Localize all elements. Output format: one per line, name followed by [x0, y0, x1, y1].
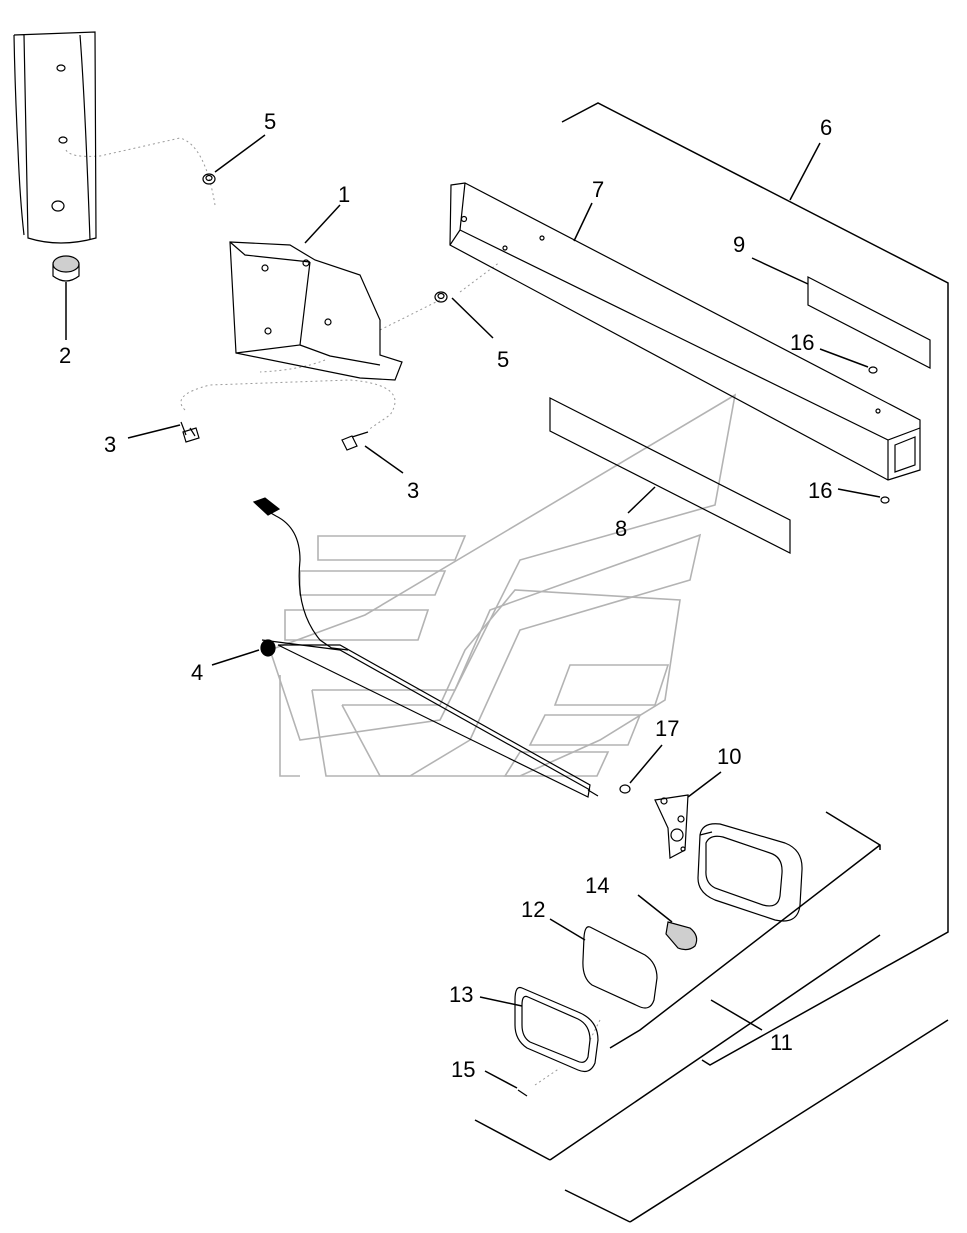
- callout-13: 13: [449, 982, 473, 1007]
- harness-and-tube: [252, 497, 599, 798]
- callout-11: 11: [770, 1030, 793, 1055]
- callout-4: 4: [191, 660, 203, 685]
- callout-14: 14: [585, 873, 609, 898]
- bolt-5-lower: [434, 291, 448, 303]
- callout-15: 15: [451, 1057, 475, 1082]
- rear-tube: [449, 182, 921, 481]
- callout-16-lower: 16: [808, 478, 832, 503]
- bolt-3-right: [341, 431, 369, 451]
- screw-16-upper: [868, 366, 878, 374]
- callout-3-left: 3: [104, 432, 116, 457]
- decal-strip-8: [549, 397, 791, 554]
- callout-5-upper: 5: [264, 109, 276, 134]
- callout-9: 9: [733, 232, 745, 257]
- light-housing: [697, 823, 803, 922]
- bolt-5-upper: [202, 173, 216, 185]
- callout-17: 17: [655, 716, 679, 741]
- callout-5-lower: 5: [497, 347, 509, 372]
- callout-7: 7: [592, 177, 604, 202]
- nut-17: [619, 784, 631, 794]
- light-mount-plate: [654, 794, 689, 859]
- decal-strip-9: [807, 276, 931, 369]
- kit-frame-lines: [474, 102, 949, 1223]
- screw-15: [517, 1089, 528, 1097]
- watermark-logo: [268, 393, 737, 777]
- mount-post: [13, 31, 97, 282]
- callout-2: 2: [59, 343, 71, 368]
- bulb: [665, 921, 698, 951]
- callout-10: 10: [717, 744, 741, 769]
- gasket: [514, 986, 599, 1073]
- screw-16-lower: [880, 496, 890, 504]
- callout-3-right: 3: [407, 478, 419, 503]
- callout-labels: 1 2 3 3 4 5 5 6 7 8 9 10 11 12 13 14 15 …: [59, 109, 832, 1082]
- callout-16-upper: 16: [790, 330, 814, 355]
- callout-12: 12: [521, 897, 545, 922]
- bolt-3-left: [180, 421, 200, 443]
- lens: [582, 926, 658, 1009]
- light-bracket: [229, 241, 403, 381]
- assembly-paths: [65, 137, 601, 1086]
- callout-6: 6: [820, 115, 832, 140]
- callout-1: 1: [338, 182, 350, 207]
- callout-8: 8: [615, 516, 627, 541]
- leader-lines: [65, 134, 881, 1089]
